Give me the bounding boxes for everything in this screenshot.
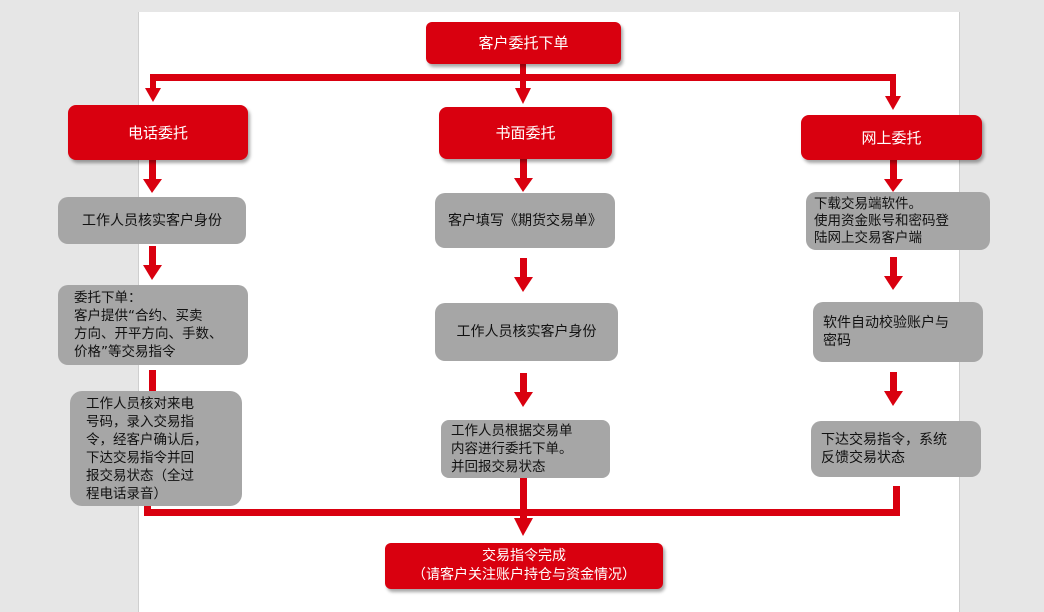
online-step-download-login: 下载交易端软件。 使用资金账号和密码登 陆网上交易客户端 (806, 192, 990, 250)
arrow-to-written (515, 88, 531, 104)
arrow-to-end (514, 518, 533, 536)
connector-left-drop (150, 74, 156, 90)
arrow-online-3 (884, 391, 903, 406)
arrow-online-2 (884, 276, 903, 290)
arrow-phone-2 (143, 265, 162, 280)
connector-right-drop (890, 74, 896, 98)
arrow-to-online (885, 96, 901, 110)
written-step-place-order: 工作人员根据交易单 内容进行委托下单。 并回报交易状态 (441, 420, 610, 478)
arrow-online-1 (884, 179, 903, 192)
phone-step-place-order: 委托下单： 客户提供“合约、买卖 方向、开平方向、手数、 价格”等交易指令 (58, 285, 248, 365)
start-node: 客户委托下单 (426, 22, 621, 64)
phone-step-confirm-execute: 工作人员核对来电 号码，录入交易指 令，经客户确认后， 下达交易指令并回 报交易… (70, 391, 242, 506)
connector-phone-3 (149, 370, 156, 392)
arrow-written-2 (514, 277, 533, 292)
connector-written-down (520, 476, 527, 520)
phone-step-verify-identity: 工作人员核实客户身份 (58, 197, 246, 244)
written-step-verify-identity: 工作人员核实客户身份 (435, 303, 618, 361)
arrow-written-1 (514, 178, 533, 192)
connector-start-stem (520, 64, 526, 78)
end-node: 交易指令完成 （请客户关注账户持仓与资金情况） (385, 543, 663, 589)
connector-online-down (893, 486, 900, 516)
arrow-to-phone (145, 88, 161, 102)
connector-mid-drop (520, 74, 526, 90)
online-order-header: 网上委托 (801, 115, 982, 160)
online-step-execute-feedback: 下达交易指令，系统 反馈交易状态 (811, 421, 981, 477)
arrow-written-3 (514, 392, 533, 407)
phone-order-header: 电话委托 (68, 105, 248, 160)
arrow-phone-1 (143, 179, 162, 193)
online-step-auto-verify: 软件自动校验账户与 密码 (813, 302, 983, 362)
written-order-header: 书面委托 (439, 107, 612, 159)
written-step-fill-form: 客户填写《期货交易单》 (435, 193, 615, 248)
